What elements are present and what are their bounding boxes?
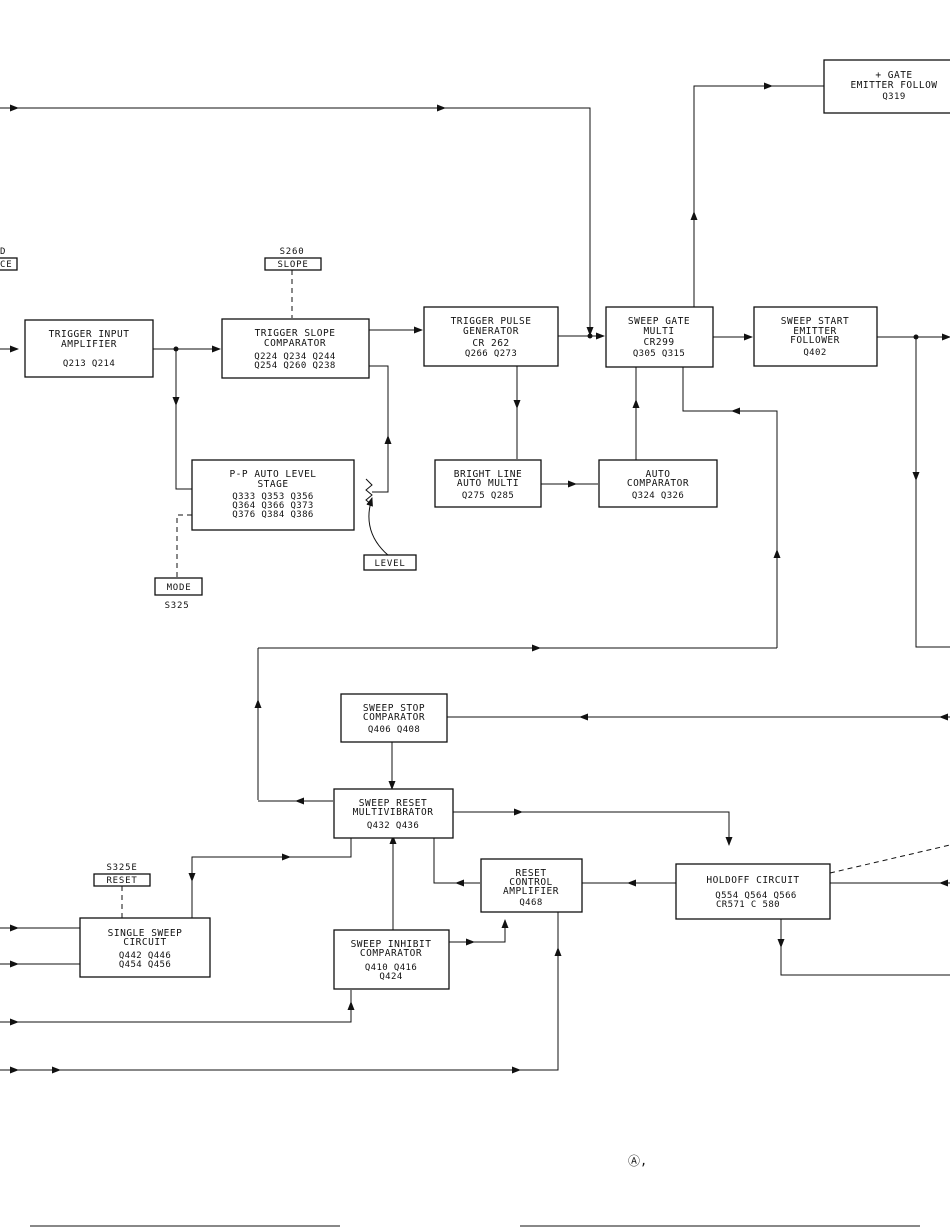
holdoff-circuit-block: HOLDOFF CIRCUIT Q554 Q564 Q566 CR571 C 5…: [675, 863, 831, 920]
control-ref: S325: [165, 601, 190, 611]
block-title: STAGE: [257, 479, 288, 490]
block-title: SINGLE SWEEP: [108, 928, 183, 939]
block-title: SWEEP INHIBIT: [351, 939, 432, 950]
control-ref: S325E: [106, 863, 137, 873]
sweep-reset-multivibrator-block: SWEEP RESET MULTIVIBRATOR Q432 Q436: [333, 788, 454, 839]
block-title: AMPLIFIER: [503, 886, 559, 897]
block-parts: CR571 C 580: [716, 900, 780, 910]
block-parts: Q454 Q456: [119, 960, 171, 970]
block-parts: Q442 Q446: [119, 951, 171, 961]
block-title: CONTROL: [509, 877, 553, 888]
block-title: EMITTER FOLLOW: [850, 80, 937, 91]
block-parts: Q364 Q366 Q373: [232, 501, 313, 511]
block-title: FOLLOWER: [790, 335, 840, 346]
sweep-inhibit-comparator-block: SWEEP INHIBIT COMPARATOR Q410 Q416 Q424: [333, 929, 450, 990]
slope-control[interactable]: S260 SLOPE: [264, 247, 322, 271]
block-title: BRIGHT LINE: [454, 469, 522, 480]
block-parts: Q224 Q234 Q244: [254, 352, 335, 362]
block-title: RESET: [515, 868, 546, 879]
block-parts: Q468: [519, 898, 542, 908]
block-title: MULTIVIBRATOR: [353, 807, 434, 818]
trigger-pulse-generator-block: TRIGGER PULSE GENERATOR CR 262 Q266 Q273: [423, 306, 559, 367]
block-title: SWEEP START: [781, 316, 849, 327]
control-label: CE: [0, 260, 12, 270]
block-parts: Q319: [882, 92, 905, 102]
block-title: MULTI: [643, 326, 674, 337]
block-title: COMPARATOR: [627, 478, 689, 489]
block-parts: Q424: [379, 972, 402, 982]
control-ref: D: [0, 247, 6, 257]
auto-comparator-block: AUTO COMPARATOR Q324 Q326: [598, 459, 718, 508]
pp-auto-level-stage-block: P-P AUTO LEVEL STAGE Q333 Q353 Q356 Q364…: [191, 459, 355, 531]
block-parts: Q305 Q315: [633, 349, 685, 359]
level-control[interactable]: LEVEL: [363, 554, 417, 571]
block-title: CR299: [643, 337, 674, 348]
block-parts: Q266 Q273: [465, 349, 517, 359]
control-label: LEVEL: [374, 559, 405, 569]
block-title: SWEEP GATE: [628, 316, 690, 327]
block-parts: Q213 Q214: [63, 359, 115, 369]
block-title: + GATE: [875, 70, 912, 81]
block-title: SWEEP RESET: [359, 798, 427, 809]
source-control-partial[interactable]: D CE: [0, 247, 18, 271]
block-title: HOLDOFF CIRCUIT: [706, 875, 799, 886]
block-title: TRIGGER INPUT: [49, 329, 130, 340]
sweep-stop-comparator-block: SWEEP STOP COMPARATOR Q406 Q408: [340, 693, 448, 743]
gate-emitter-follower-block: + GATE EMITTER FOLLOW Q319: [823, 59, 950, 114]
trigger-input-amplifier-block: TRIGGER INPUT AMPLIFIER Q213 Q214: [24, 319, 154, 378]
control-label: MODE: [167, 583, 192, 593]
block-parts: Q554 Q564 Q566: [715, 891, 796, 901]
block-title: TRIGGER SLOPE: [255, 328, 336, 339]
block-parts: Q406 Q408: [368, 725, 420, 735]
block-title: COMPARATOR: [360, 948, 422, 959]
block-title: CIRCUIT: [123, 937, 167, 948]
block-title: P-P AUTO LEVEL: [229, 469, 316, 480]
control-label: SLOPE: [277, 260, 308, 270]
block-parts: Q432 Q436: [367, 821, 419, 831]
mode-control[interactable]: MODE S325: [154, 577, 203, 611]
block-title: SWEEP STOP: [363, 703, 425, 714]
block-title: GENERATOR: [463, 326, 519, 337]
single-sweep-circuit-block: SINGLE SWEEP CIRCUIT Q442 Q446 Q454 Q456: [79, 917, 211, 978]
reset-control-amplifier-block: RESET CONTROL AMPLIFIER Q468: [480, 858, 583, 913]
junction-dots: [173, 333, 919, 352]
block-title: COMPARATOR: [264, 338, 326, 349]
page-revision-mark: Ⓐ,: [628, 1154, 647, 1168]
block-title: AMPLIFIER: [61, 339, 117, 350]
block-title: CR 262: [472, 338, 509, 349]
block-parts: Q402: [803, 348, 826, 358]
block-parts: Q376 Q384 Q386: [232, 510, 313, 520]
block-title: EMITTER: [793, 326, 837, 337]
block-title: AUTO MULTI: [457, 478, 519, 489]
trigger-slope-comparator-block: TRIGGER SLOPE COMPARATOR Q224 Q234 Q244 …: [221, 318, 370, 379]
signal-wires: [0, 82, 950, 1074]
block-parts: Q410 Q416: [365, 963, 417, 973]
block-title: AUTO: [646, 469, 671, 480]
control-ref: S260: [280, 247, 305, 257]
block-parts: Q333 Q353 Q356: [232, 492, 313, 502]
control-label: RESET: [106, 876, 137, 886]
block-title: TRIGGER PULSE: [451, 316, 532, 327]
bright-line-auto-multi-block: BRIGHT LINE AUTO MULTI Q275 Q285: [434, 459, 542, 508]
block-title: COMPARATOR: [363, 712, 425, 723]
block-parts: Q275 Q285: [462, 491, 514, 501]
block-parts: Q254 Q260 Q238: [254, 361, 335, 371]
sweep-gate-multi-block: SWEEP GATE MULTI CR299 Q305 Q315: [605, 306, 714, 368]
block-parts: Q324 Q326: [632, 491, 684, 501]
sweep-start-emitter-follower-block: SWEEP START EMITTER FOLLOWER Q402: [753, 306, 878, 367]
reset-control[interactable]: S325E RESET: [93, 863, 151, 887]
